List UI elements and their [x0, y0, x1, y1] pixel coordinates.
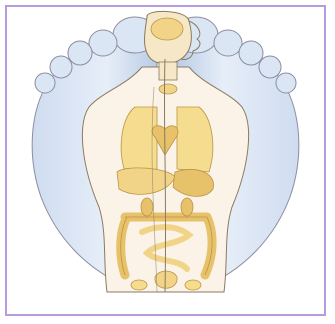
right-toe-4	[259, 56, 281, 78]
right-pelvis-organ	[185, 280, 201, 290]
right-toe-3	[239, 41, 263, 65]
left-toe-4	[50, 56, 72, 78]
left-toe-3	[68, 41, 92, 65]
left-toe-5	[35, 73, 55, 93]
reflexology-illustration	[7, 7, 324, 314]
right-toe-2	[214, 30, 242, 56]
thyroid-organ	[159, 84, 177, 94]
left-kidney	[141, 198, 153, 216]
left-pelvis-organ	[131, 280, 147, 290]
brain-organ	[151, 18, 183, 40]
right-toe-5	[276, 73, 296, 93]
image-frame	[5, 5, 326, 316]
right-kidney	[181, 198, 193, 216]
bladder	[155, 271, 177, 288]
left-toe-2	[89, 30, 117, 56]
neck	[159, 62, 177, 80]
